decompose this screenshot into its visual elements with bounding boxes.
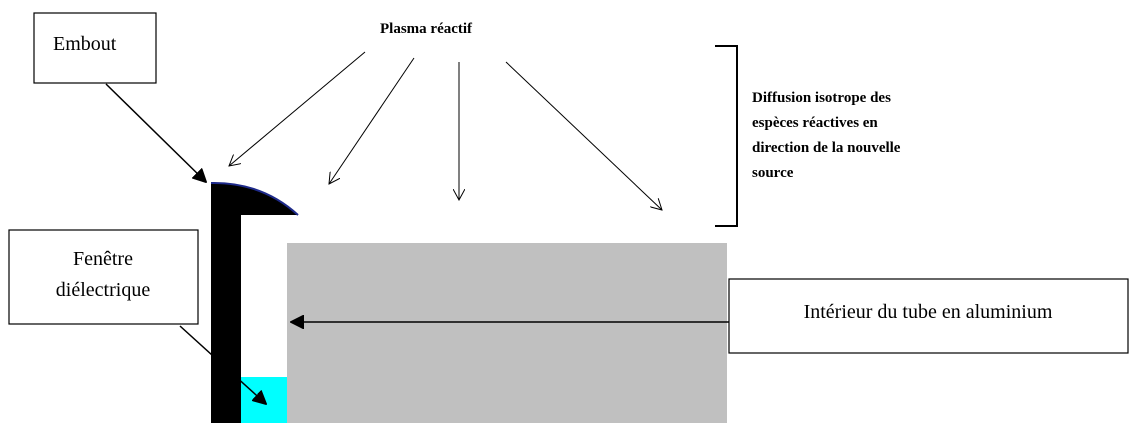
diffusion-line-3: direction de la nouvelle [752, 140, 901, 156]
diffusion-line-4: source [752, 165, 794, 181]
fenetre-label-box [8, 229, 199, 325]
diffusion-arrows [229, 51, 662, 210]
diffusion-line-1: Diffusion isotrope des [752, 90, 891, 106]
diffusion-arrow-1 [229, 51, 366, 166]
embout-pointer [105, 83, 206, 182]
aluminium-tube-block [287, 243, 727, 423]
diffusion-arrow-2 [329, 57, 415, 184]
embout-outline [210, 181, 299, 216]
diffusion-arrow-4 [505, 61, 662, 210]
embout-label: Embout [53, 33, 117, 55]
fenetre-label-line-2: diélectrique [56, 279, 151, 301]
diffusion-line-2: espèces réactives en [752, 115, 878, 131]
fenetre-label-line-1: Fenêtre [73, 248, 133, 270]
dielectric-window [241, 377, 287, 423]
diffusion-description: Diffusion isotrope des espèces réactives… [752, 90, 901, 181]
plasma-label: Plasma réactif [380, 21, 473, 37]
embout-shape [211, 182, 298, 423]
diffusion-bracket [715, 45, 738, 227]
interieur-label-box [728, 278, 1129, 354]
embout-label-box [33, 12, 157, 84]
fenetre-pointer [179, 325, 266, 404]
interieur-label: Intérieur du tube en aluminium [804, 301, 1053, 323]
